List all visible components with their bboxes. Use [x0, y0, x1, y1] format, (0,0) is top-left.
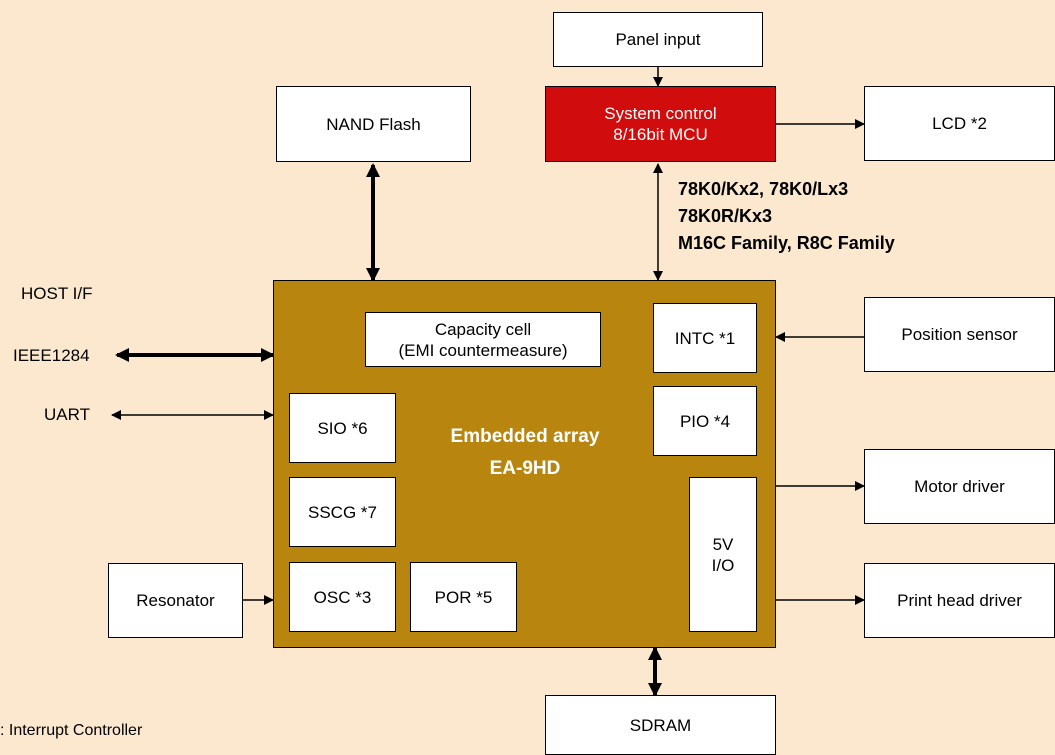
motor-driver-block: Motor driver: [864, 449, 1055, 524]
osc-block: OSC *3: [289, 562, 396, 632]
mcu-family-list: 78K0/Kx2, 78K0/Lx3 78K0R/Kx3 M16C Family…: [678, 179, 895, 253]
io-5v-block: 5V I/O: [689, 477, 757, 632]
panel-input-block: Panel input: [553, 12, 763, 67]
intc-block: INTC *1: [653, 303, 757, 373]
resonator-block: Resonator: [108, 563, 243, 638]
print-head-driver-block: Print head driver: [864, 563, 1055, 638]
pio-block: PIO *4: [653, 386, 757, 456]
embedded-array-title: Embedded array EA-9HD: [450, 426, 600, 479]
system-control-mcu-block: System control 8/16bit MCU: [545, 86, 776, 162]
host-if-title: HOST I/F: [21, 284, 93, 303]
position-sensor-block: Position sensor: [864, 297, 1055, 372]
sscg-block: SSCG *7: [289, 477, 396, 547]
capacity-cell-block: Capacity cell (EMI countermeasure): [365, 312, 601, 367]
por-block: POR *5: [410, 562, 517, 632]
ieee1284-label: IEEE1284: [13, 346, 90, 365]
sio-block: SIO *6: [289, 393, 396, 463]
nand-flash-block: NAND Flash: [276, 86, 471, 162]
lcd-block: LCD *2: [864, 86, 1055, 161]
sdram-block: SDRAM: [545, 695, 776, 755]
footnote-interrupt-controller: : Interrupt Controller: [0, 722, 143, 739]
uart-label: UART: [44, 405, 90, 424]
